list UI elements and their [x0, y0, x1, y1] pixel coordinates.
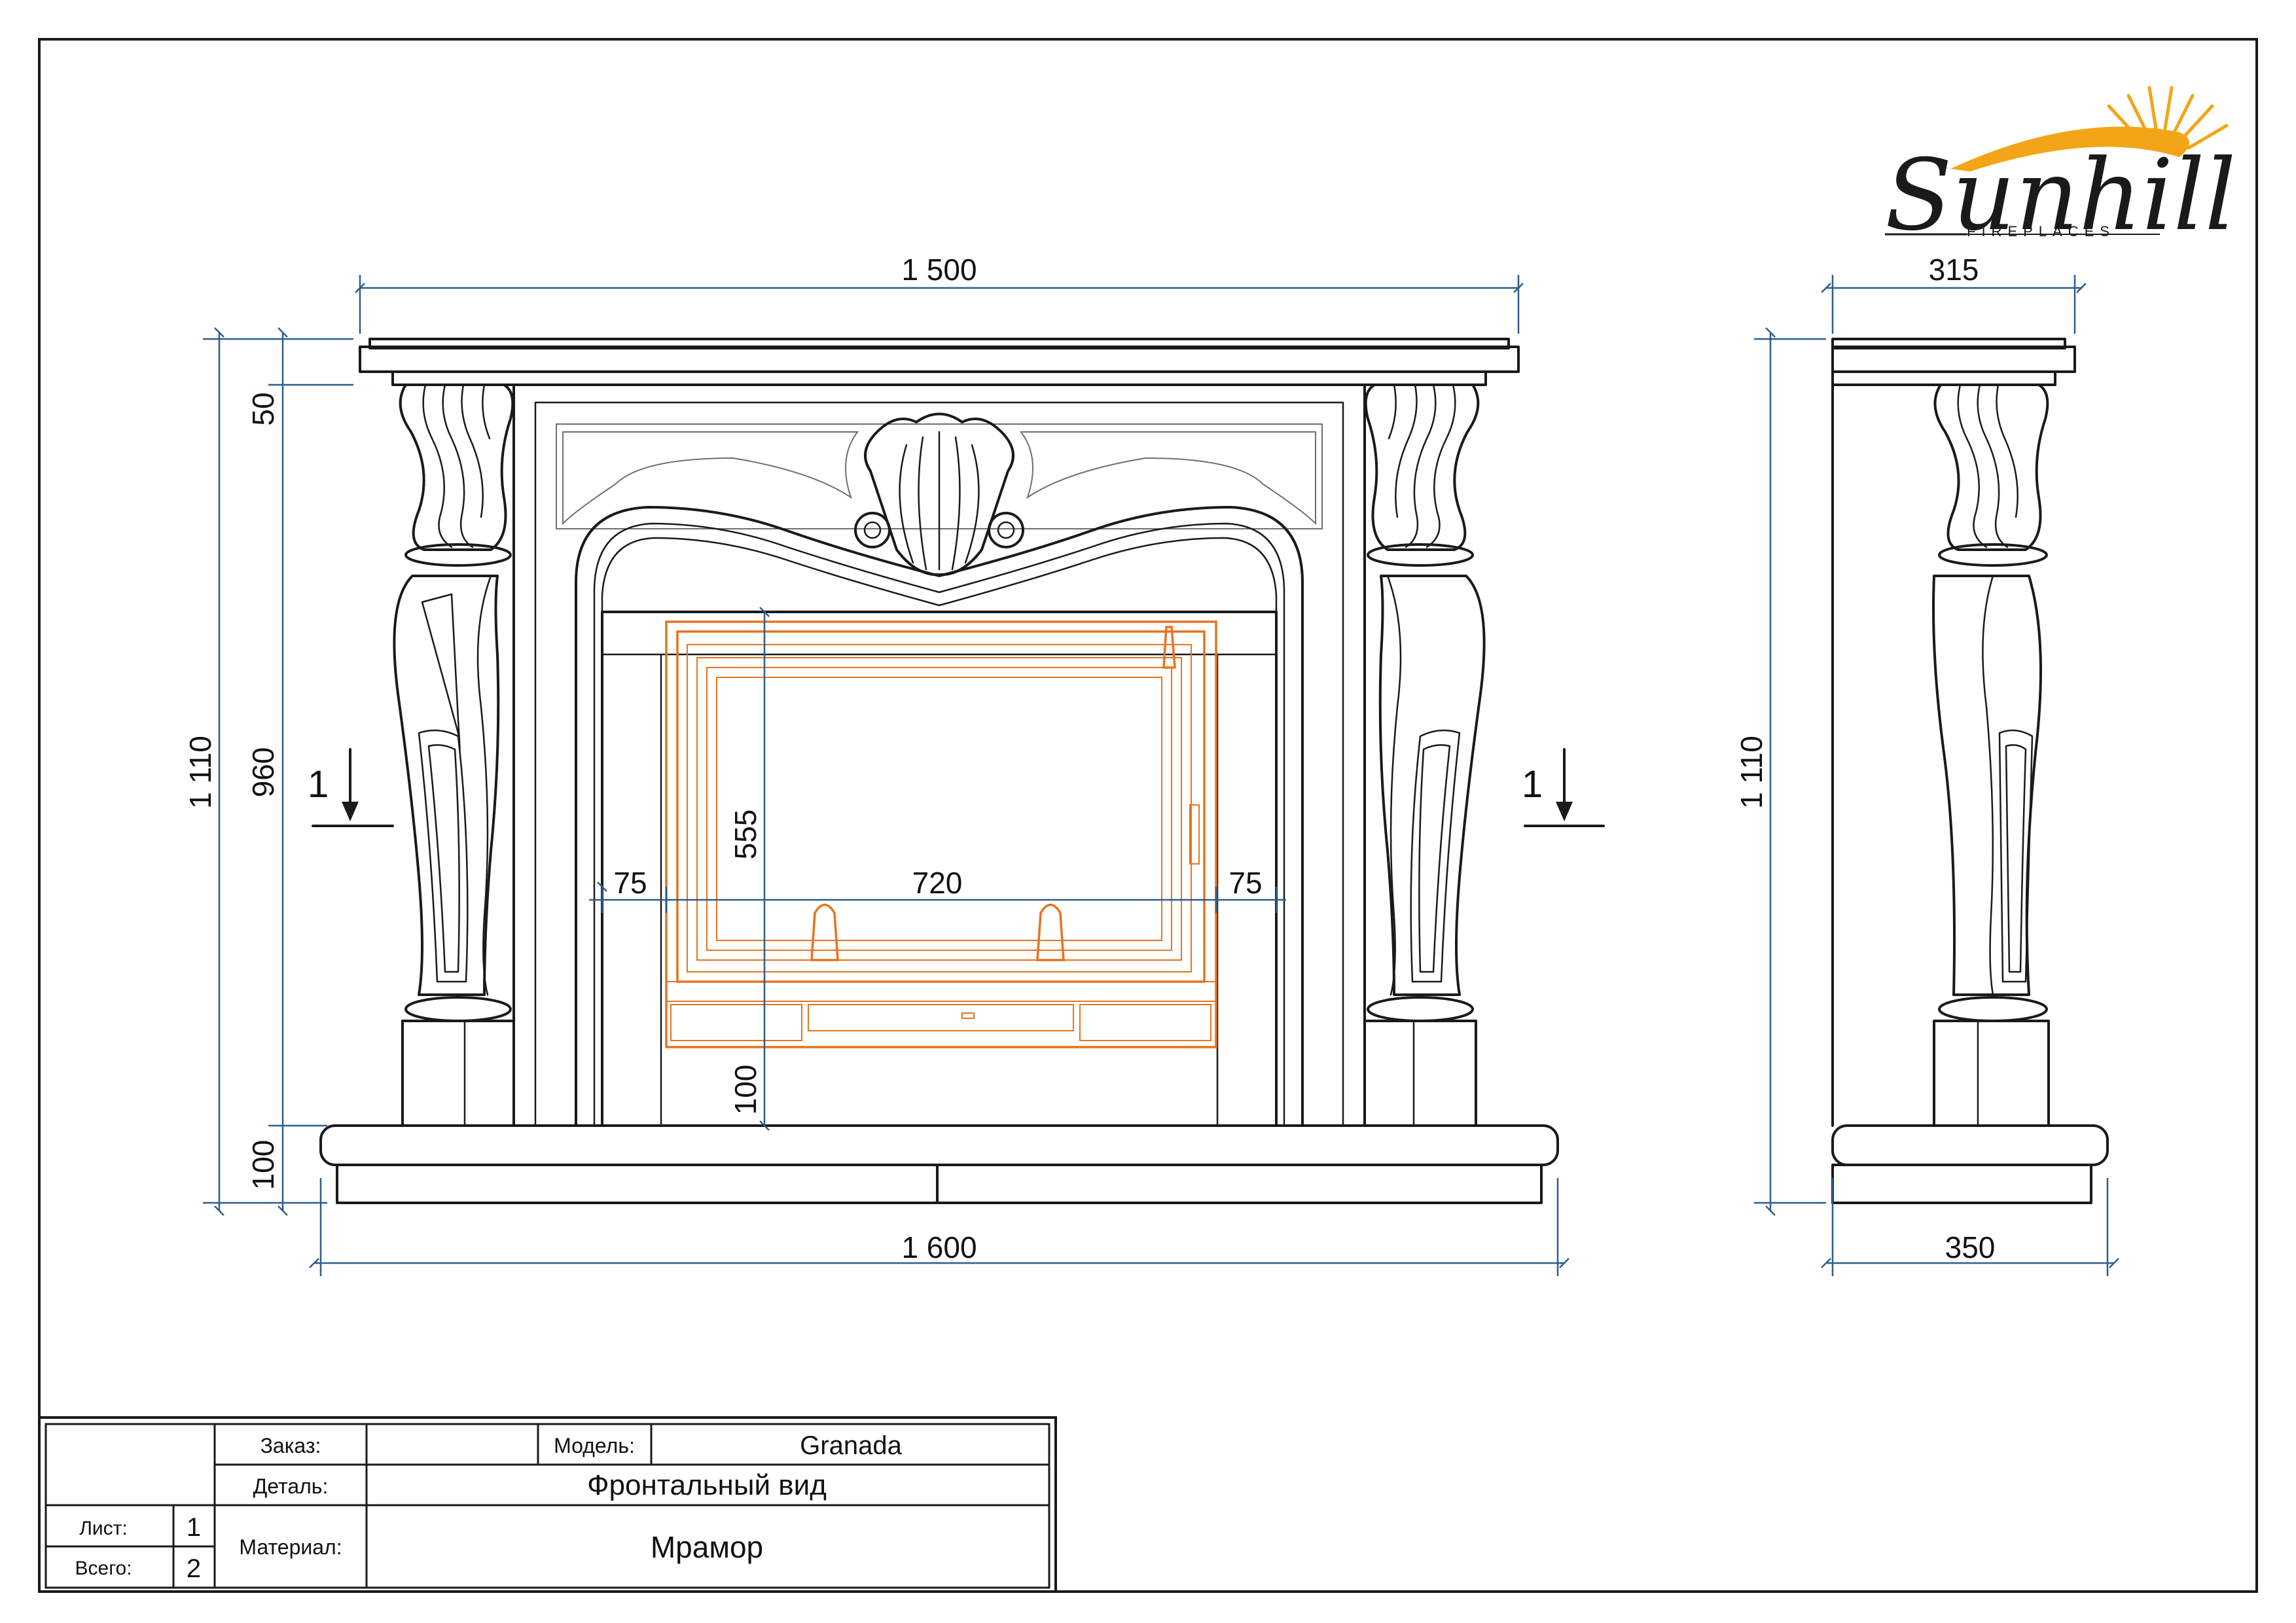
sun-rays-icon — [2107, 86, 2229, 150]
dim-top-depth: 315 — [1929, 253, 1979, 287]
sheet-value: 1 — [187, 1513, 201, 1542]
dim-insert-base: 100 — [728, 1065, 762, 1115]
logo-tagline: FIREPLACES — [1967, 223, 2115, 240]
dim-opening-width: 720 — [912, 866, 963, 900]
fireplace-insert — [665, 620, 1217, 1048]
model-value: Granada — [800, 1431, 902, 1460]
material-label: Материал: — [239, 1535, 342, 1559]
total-value: 2 — [187, 1554, 201, 1583]
dim-side-height: 1 110 — [1734, 736, 1768, 809]
detail-value: Фронтальный вид — [587, 1469, 827, 1501]
door-handle-icon — [1162, 626, 1176, 669]
hearth-base — [319, 1124, 1559, 1204]
sheet-label: Лист: — [79, 1518, 128, 1539]
order-label: Заказ: — [260, 1434, 321, 1457]
dim-bottom-depth: 350 — [1945, 1230, 1996, 1264]
side-leg — [1932, 383, 2050, 1127]
portal-frame — [512, 383, 1366, 1127]
svg-text:1: 1 — [1522, 763, 1543, 806]
dim-right-gap: 75 — [1229, 866, 1262, 900]
left-leg — [393, 383, 515, 1127]
material-value: Мрамор — [651, 1530, 763, 1564]
model-label: Модель: — [554, 1434, 635, 1457]
detail-label: Деталь: — [253, 1474, 329, 1498]
svg-text:1: 1 — [308, 763, 329, 806]
section-mark-left: 1 — [308, 748, 394, 827]
section-mark-right: 1 — [1522, 748, 1605, 827]
side-dimensions: 315 350 1 110 — [1734, 253, 2119, 1276]
dim-base-height: 100 — [246, 1140, 280, 1190]
dim-shelf-height: 50 — [246, 392, 280, 425]
sun-arc-icon — [1950, 126, 2189, 171]
right-leg — [1363, 383, 1486, 1127]
dim-bottom-width: 1 600 — [901, 1230, 977, 1264]
side-view: 315 350 1 110 — [1734, 253, 2119, 1276]
front-view: 1 1 1 500 1 600 1 110 — [183, 253, 1605, 1276]
front-dimensions: 1 500 1 600 1 110 50 960 100 555 100 — [183, 253, 1570, 1276]
drawing-frame — [38, 38, 2258, 1593]
dim-opening-height: 555 — [728, 810, 762, 860]
title-block: Заказ: Модель: Granada Деталь: Фронтальн… — [38, 1416, 1057, 1593]
mantel-shelf — [359, 338, 1520, 386]
shell-ornament — [854, 412, 1024, 577]
total-label: Всего: — [75, 1558, 132, 1579]
dim-total-height: 1 110 — [183, 736, 217, 809]
dim-top-width: 1 500 — [901, 253, 977, 287]
sunhill-logo: Sunhill FIREPLACES — [1885, 86, 2236, 253]
dim-body-height: 960 — [246, 747, 280, 798]
dim-left-gap: 75 — [613, 866, 647, 900]
